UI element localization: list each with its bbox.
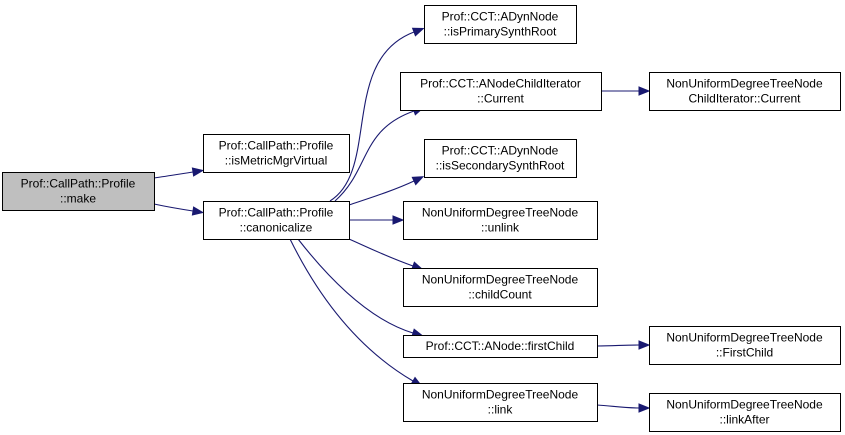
node-label-line: Prof::CCT::ANodeChildIterator (420, 77, 581, 91)
edge-canonicalize-to-isPrimarySynthRoot (329, 27, 425, 202)
node-label-line: Prof::CCT::ADynNode (442, 144, 559, 158)
node-label-line: ::make (60, 192, 96, 206)
node-label-line: Prof::CallPath::Profile (21, 177, 136, 191)
node-box[interactable] (424, 139, 577, 178)
arrowhead-icon (411, 27, 425, 37)
node-label-line: ::isSecondarySynthRoot (436, 159, 565, 173)
node-NUDTNChildIteratorCurrent[interactable]: NonUniformDegreeTreeNodeChildIterator::C… (649, 72, 841, 111)
nodes-layer: Prof::CallPath::Profile::makeProf::CallP… (2, 5, 841, 432)
edge-line (596, 404, 640, 409)
node-label-line: ::link (488, 403, 514, 417)
node-box[interactable] (424, 5, 577, 44)
arrowhead-icon (411, 176, 425, 186)
node-label-line: NonUniformDegreeTreeNode (422, 206, 579, 220)
node-box[interactable] (203, 201, 350, 240)
node-label-line: ::Current (477, 92, 524, 106)
node-box[interactable] (649, 72, 841, 111)
node-label-line: ::isMetricMgrVirtual (225, 154, 327, 168)
edge-line (297, 238, 414, 334)
edge-make-to-canonicalize (153, 203, 205, 216)
node-label-line: NonUniformDegreeTreeNode (422, 273, 579, 287)
node-unlink[interactable]: NonUniformDegreeTreeNode::unlink (403, 201, 598, 240)
node-box[interactable] (403, 268, 598, 307)
node-link[interactable]: NonUniformDegreeTreeNode::link (403, 383, 598, 422)
node-canonicalize[interactable]: Prof::CallPath::Profile::canonicalize (203, 201, 350, 240)
node-label-line: ::childCount (468, 288, 532, 302)
edge-firstChild-to-FirstChild (596, 340, 651, 350)
node-label-line: Prof::CallPath::Profile (219, 139, 334, 153)
node-box[interactable] (403, 201, 598, 240)
node-linkAfter[interactable]: NonUniformDegreeTreeNode::linkAfter (649, 393, 841, 432)
arrowhead-icon (191, 167, 205, 177)
node-firstChild[interactable]: Prof::CCT::ANode::firstChild (403, 335, 598, 358)
arrowhead-icon (638, 86, 651, 96)
edge-canonicalize-to-isSecondarySynthRoot (348, 176, 425, 206)
edge-link-to-linkAfter (596, 403, 651, 413)
node-isSecondarySynthRoot[interactable]: Prof::CCT::ADynNode::isSecondarySynthRoo… (424, 139, 577, 178)
arrowhead-icon (638, 340, 651, 350)
node-label-line: Prof::CallPath::Profile (219, 206, 334, 220)
edge-canonicalize-to-unlink (349, 215, 405, 225)
arrowhead-icon (392, 215, 405, 225)
node-label-line: NonUniformDegreeTreeNode (666, 331, 823, 345)
node-ANodeChildIteratorCurrent[interactable]: Prof::CCT::ANodeChildIterator::Current (400, 72, 602, 111)
node-box[interactable] (649, 326, 841, 365)
node-box[interactable] (403, 335, 598, 358)
node-label-line: NonUniformDegreeTreeNode (666, 77, 823, 91)
node-box[interactable] (403, 383, 598, 422)
node-label-line: NonUniformDegreeTreeNode (422, 388, 579, 402)
node-label-line: ::isPrimarySynthRoot (444, 25, 557, 39)
node-label-line: NonUniformDegreeTreeNode (666, 398, 823, 412)
node-box[interactable] (203, 134, 350, 173)
node-make[interactable]: Prof::CallPath::Profile::make (2, 172, 155, 211)
node-label-line: ::linkAfter (719, 413, 769, 427)
node-label-line: ChildIterator::Current (688, 92, 801, 106)
edge-line (348, 238, 414, 267)
node-isPrimarySynthRoot[interactable]: Prof::CCT::ADynNode::isPrimarySynthRoot (424, 5, 577, 44)
arrowhead-icon (638, 403, 651, 413)
edge-make-to-isMetricMgrVirtual (153, 167, 205, 179)
edge-line (348, 180, 415, 206)
edge-ANodeChildIteratorCurrent-to-NUDTNChildIteratorCurrent (601, 86, 651, 96)
edge-line (334, 110, 415, 202)
node-box[interactable] (400, 72, 602, 111)
node-label-line: ::unlink (481, 221, 520, 235)
edge-canonicalize-to-link (289, 238, 423, 387)
arrowhead-icon (191, 206, 205, 216)
node-label-line: ::FirstChild (716, 346, 773, 360)
node-label-line: Prof::CCT::ADynNode (442, 10, 559, 24)
edge-line (289, 238, 414, 382)
edge-line (596, 344, 640, 347)
node-isMetricMgrVirtual[interactable]: Prof::CallPath::Profile::isMetricMgrVirt… (203, 134, 350, 173)
node-box[interactable] (649, 393, 841, 432)
node-label-line: ::canonicalize (240, 221, 313, 235)
node-childCount[interactable]: NonUniformDegreeTreeNode::childCount (403, 268, 598, 307)
edge-line (153, 203, 194, 212)
node-FirstChild[interactable]: NonUniformDegreeTreeNode::FirstChild (649, 326, 841, 365)
edge-line (329, 31, 415, 202)
node-box[interactable] (2, 172, 155, 211)
edge-line (153, 171, 194, 179)
edge-canonicalize-to-childCount (348, 238, 424, 271)
node-label-line: Prof::CCT::ANode::firstChild (426, 339, 575, 353)
